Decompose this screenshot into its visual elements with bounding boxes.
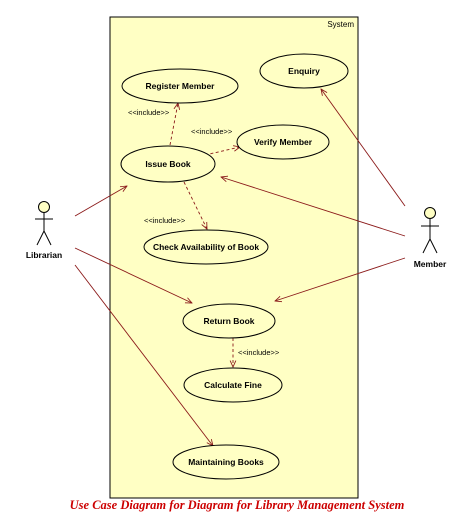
usecase-calculate-fine[interactable]: Calculate Fine <box>183 367 283 403</box>
usecase-verify-member[interactable]: Verify Member <box>236 124 330 160</box>
usecase-calculate-fine-label: Calculate Fine <box>204 380 262 390</box>
usecase-maintaining-books-label: Maintaining Books <box>188 457 264 467</box>
include-dependencies <box>169 103 240 367</box>
assoc-librarian-issue-book <box>74 186 127 217</box>
usecase-issue-book[interactable]: Issue Book <box>120 145 216 183</box>
assoc-member-return-book <box>275 257 406 301</box>
actor-member[interactable]: Member <box>414 207 447 270</box>
usecase-check-availability-label: Check Availability of Book <box>153 242 259 252</box>
usecase-register-member[interactable]: Register Member <box>121 68 239 104</box>
assoc-librarian-maintaining-books <box>74 264 213 446</box>
usecase-register-member-label: Register Member <box>146 81 216 91</box>
usecase-return-book-label: Return Book <box>204 316 255 326</box>
actor-member-label: Member <box>414 259 447 269</box>
system-label: System <box>327 20 354 29</box>
stereotype-issue-verify: <<include>> <box>191 127 233 136</box>
stick-figure-icon <box>421 207 439 254</box>
stereotype-return-fine: <<include>> <box>238 348 280 357</box>
diagram-caption: Use Case Diagram for Diagram for Library… <box>69 498 405 512</box>
usecase-enquiry[interactable]: Enquiry <box>259 53 349 89</box>
usecase-enquiry-label: Enquiry <box>288 66 320 76</box>
actor-librarian-label: Librarian <box>26 250 62 260</box>
actor-librarian[interactable]: Librarian <box>26 201 62 261</box>
stick-figure-icon <box>35 201 53 246</box>
usecase-check-availability[interactable]: Check Availability of Book <box>143 229 269 265</box>
assoc-member-enquiry <box>321 89 406 207</box>
stereotype-issue-register: <<include>> <box>128 108 170 117</box>
usecase-maintaining-books[interactable]: Maintaining Books <box>172 444 280 480</box>
include-issue-register <box>169 103 178 146</box>
usecase-issue-book-label: Issue Book <box>145 159 191 169</box>
associations <box>74 89 406 446</box>
assoc-member-issue-book <box>221 177 406 237</box>
include-issue-verify <box>204 147 240 156</box>
use-case-diagram: System <<include>> <<include>> <<include… <box>26 16 447 499</box>
usecase-return-book[interactable]: Return Book <box>182 303 276 339</box>
usecase-verify-member-label: Verify Member <box>254 137 313 147</box>
assoc-librarian-return-book <box>74 247 192 303</box>
stereotype-issue-check: <<include>> <box>144 216 186 225</box>
